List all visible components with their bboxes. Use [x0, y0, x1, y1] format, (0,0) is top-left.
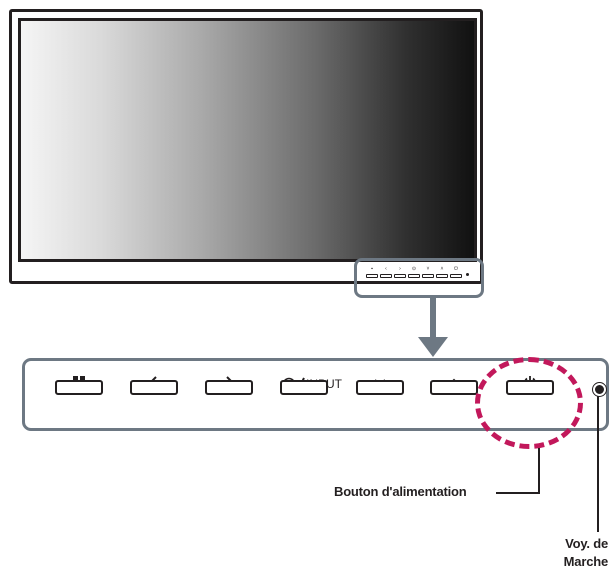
mini-button-input: [408, 274, 420, 278]
input-button[interactable]: [280, 380, 328, 395]
button-area-highlight: [354, 258, 484, 298]
up-button[interactable]: [430, 380, 478, 395]
down-button[interactable]: [356, 380, 404, 395]
mini-up-icon: ˄: [440, 266, 444, 272]
mini-button-menu: [366, 274, 378, 278]
mini-left-icon: ‹: [385, 266, 387, 272]
power-button-label: Bouton d'alimentation: [334, 484, 467, 499]
mini-button-power: [450, 274, 462, 278]
mini-down-icon: ˅: [426, 266, 430, 272]
power-led: [593, 383, 606, 396]
mini-power-icon: ⏻: [454, 266, 458, 272]
right-button[interactable]: [205, 380, 253, 395]
power-led-label-line2: Marche: [563, 554, 609, 569]
mini-menu-icon: ▪: [371, 266, 373, 272]
left-button[interactable]: [130, 380, 178, 395]
power-button-callout-line-horizontal: [496, 492, 540, 494]
menu-button[interactable]: [55, 380, 103, 395]
mini-power-led: [466, 273, 469, 276]
mini-right-icon: ›: [399, 266, 401, 272]
power-led-callout-line: [597, 396, 599, 532]
mini-button-right: [394, 274, 406, 278]
mini-button-down: [422, 274, 434, 278]
power-led-label-line1: Voy. de: [565, 536, 608, 551]
power-button-callout-line: [538, 448, 540, 494]
mini-button-left: [380, 274, 392, 278]
zoom-arrow-head: [418, 337, 448, 357]
mini-input-icon: ⊙: [411, 266, 417, 272]
monitor-screen: [18, 18, 477, 262]
zoom-arrow-shaft: [430, 298, 436, 340]
mini-button-up: [436, 274, 448, 278]
power-button-highlight: [475, 357, 583, 449]
